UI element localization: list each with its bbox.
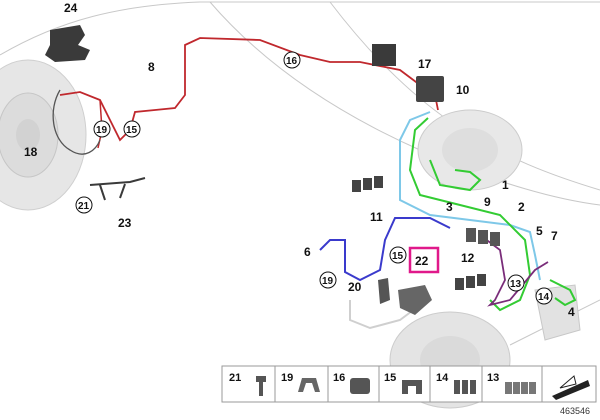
circled-label-16[interactable]: 16	[283, 51, 301, 69]
double-clip-icon	[402, 380, 422, 394]
highlight-box-22[interactable]	[408, 246, 440, 274]
triple-clip-icon	[454, 380, 476, 394]
circled-label-15-top[interactable]: 15	[123, 120, 141, 138]
label-6: 6	[304, 245, 311, 259]
label-22: 22	[415, 254, 429, 268]
svg-text:15: 15	[392, 251, 404, 262]
quad-clip-icon	[505, 382, 536, 394]
svg-text:21: 21	[229, 372, 241, 384]
clip-9[interactable]	[466, 228, 500, 246]
legend-item-19[interactable]: 19	[281, 372, 320, 392]
label-11: 11	[370, 210, 383, 224]
cyan-brake-line[interactable]	[399, 111, 541, 281]
bracket-20[interactable]	[378, 278, 390, 304]
circled-label-21[interactable]: 21	[75, 196, 93, 214]
svg-text:13: 13	[510, 279, 522, 290]
bracket-22[interactable]	[398, 285, 432, 315]
label-20: 20	[348, 280, 362, 294]
red-brake-line[interactable]	[59, 37, 439, 142]
legend-item-13[interactable]: 13	[487, 372, 536, 394]
svg-text:13: 13	[487, 372, 499, 384]
green-brake-line-c[interactable]	[549, 279, 577, 307]
bracket-24[interactable]	[45, 25, 90, 62]
bracket-23[interactable]	[89, 177, 146, 201]
svg-text:15: 15	[126, 125, 138, 136]
arrow-icon	[552, 375, 590, 400]
clip-12[interactable]	[455, 274, 486, 290]
part-labels: 24 8 18 23 17 10 1 3 9 2 11 5 7 6 12 20 …	[24, 1, 575, 319]
part-17-block[interactable]	[372, 44, 396, 66]
label-4: 4	[568, 305, 575, 319]
label-23: 23	[118, 216, 132, 230]
legend-item-21[interactable]: 21	[229, 372, 266, 396]
label-5: 5	[536, 224, 543, 238]
clip-11[interactable]	[352, 176, 383, 192]
green-brake-line-b[interactable]	[429, 159, 482, 192]
label-17: 17	[418, 57, 432, 71]
label-7: 7	[551, 229, 558, 243]
light-brake-line[interactable]	[349, 300, 421, 330]
part-10-block[interactable]	[416, 76, 444, 102]
screw-icon	[256, 376, 266, 396]
label-1: 1	[502, 178, 509, 192]
svg-text:14: 14	[436, 372, 449, 384]
purple-brake-line[interactable]	[479, 234, 549, 307]
svg-text:15: 15	[384, 372, 396, 384]
front-brake-disc	[0, 59, 87, 211]
legend-item-15[interactable]: 15	[384, 372, 422, 394]
svg-text:16: 16	[286, 56, 298, 67]
svg-text:19: 19	[322, 276, 334, 287]
label-3: 3	[446, 200, 453, 214]
svg-text:14: 14	[538, 292, 550, 303]
circled-label-19-top[interactable]: 19	[93, 120, 111, 138]
label-10: 10	[456, 83, 470, 97]
reference-number: 463546	[560, 406, 590, 416]
clip-icon	[298, 378, 320, 392]
circled-label-13[interactable]: 13	[507, 274, 525, 292]
green-brake-line[interactable]	[408, 117, 532, 312]
label-18: 18	[24, 145, 38, 159]
circled-label-15-bottom[interactable]: 15	[389, 246, 407, 264]
svg-text:19: 19	[281, 372, 293, 384]
parts-legend: 21 19 16 15 14 13	[221, 365, 597, 403]
svg-text:16: 16	[333, 372, 345, 384]
svg-text:19: 19	[96, 125, 108, 136]
label-8: 8	[148, 60, 155, 74]
legend-item-14[interactable]: 14	[436, 372, 476, 394]
holder-icon	[350, 378, 370, 394]
circled-label-19-bottom[interactable]: 19	[319, 271, 337, 289]
label-9: 9	[484, 195, 491, 209]
label-2: 2	[518, 200, 525, 214]
sensor-cable[interactable]	[52, 89, 101, 155]
circled-label-14[interactable]: 14	[535, 287, 553, 305]
blue-brake-line[interactable]	[319, 217, 451, 282]
svg-text:21: 21	[78, 201, 90, 212]
label-24: 24	[64, 1, 78, 15]
label-12: 12	[461, 251, 475, 265]
circled-labels: 16 19 15 21 15 19 13 14	[75, 51, 553, 305]
legend-item-16[interactable]: 16	[333, 372, 370, 394]
